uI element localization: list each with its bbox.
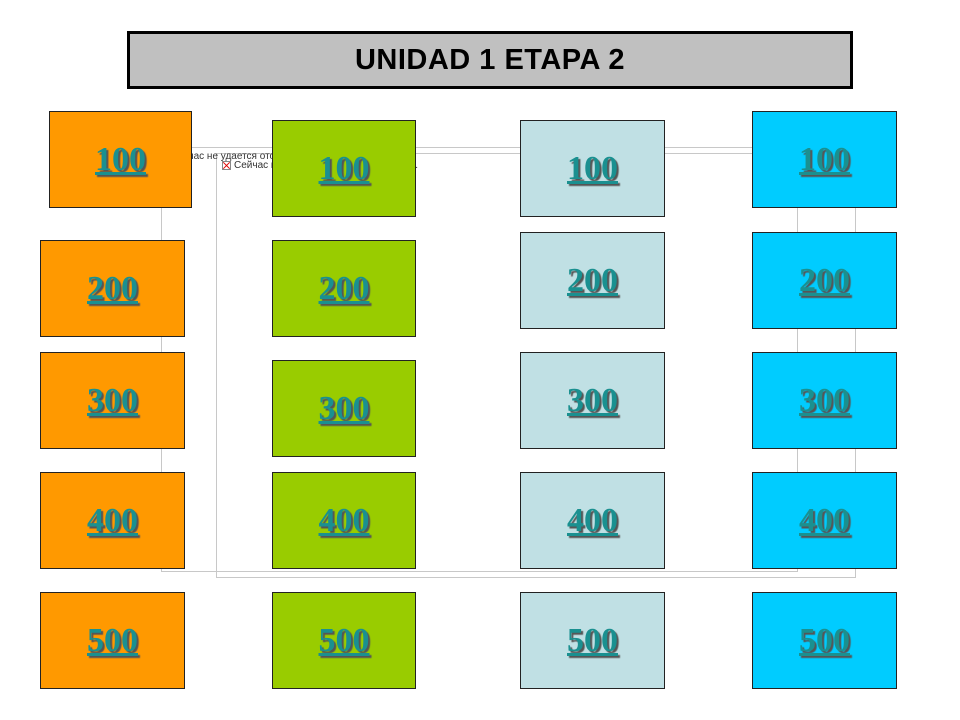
tile-col1-100[interactable]: 100: [49, 111, 192, 208]
broken-image-icon: [222, 161, 231, 170]
tile-col2-500[interactable]: 500: [272, 592, 416, 689]
tile-col4-400[interactable]: 400: [752, 472, 897, 569]
tile-col2-300[interactable]: 300: [272, 360, 416, 457]
tile-col1-400[interactable]: 400: [40, 472, 185, 569]
tile-col3-100-label: 100: [567, 149, 618, 187]
missing-image-caption-back: Сейчас не удается отобразить рисунок.: [170, 151, 354, 162]
tile-col1-100-label: 100: [95, 140, 146, 178]
tile-col3-200[interactable]: 200: [520, 232, 665, 329]
tile-col4-500[interactable]: 500: [752, 592, 897, 689]
tile-col4-300[interactable]: 300: [752, 352, 897, 449]
tile-col2-200[interactable]: 200: [272, 240, 416, 337]
tile-col1-200[interactable]: 200: [40, 240, 185, 337]
tile-col3-400[interactable]: 400: [520, 472, 665, 569]
tile-col3-300-label: 300: [567, 381, 618, 419]
tile-col2-400-label: 400: [318, 501, 370, 539]
tile-col4-400-label: 400: [799, 501, 850, 539]
tile-col1-200-label: 200: [87, 269, 138, 307]
tile-col2-400[interactable]: 400: [272, 472, 416, 569]
tile-col4-100-label: 100: [799, 140, 850, 178]
tile-col4-200-label: 200: [799, 261, 850, 299]
tile-col3-100[interactable]: 100: [520, 120, 665, 217]
missing-image-caption-back-text: Сейчас не удается отобразить рисунок.: [170, 151, 354, 162]
tile-col4-100[interactable]: 100: [752, 111, 897, 208]
tile-col1-400-label: 400: [87, 501, 138, 539]
tile-col4-300-label: 300: [799, 381, 850, 419]
game-title-banner: UNIDAD 1 ETAPA 2: [127, 31, 853, 89]
tile-col2-100-label: 100: [318, 149, 370, 187]
tile-col1-500-label: 500: [87, 621, 138, 659]
tile-col1-300-label: 300: [87, 381, 138, 419]
missing-image-frame-back: [161, 147, 798, 572]
tile-col4-500-label: 500: [799, 621, 850, 659]
tile-col3-500[interactable]: 500: [520, 592, 665, 689]
tile-col3-300[interactable]: 300: [520, 352, 665, 449]
tile-col2-500-label: 500: [318, 621, 370, 659]
tile-col3-400-label: 400: [567, 501, 618, 539]
tile-col3-200-label: 200: [567, 261, 618, 299]
tile-col2-100[interactable]: 100: [272, 120, 416, 217]
tile-col3-500-label: 500: [567, 621, 618, 659]
tile-col2-200-label: 200: [318, 269, 370, 307]
tile-col1-500[interactable]: 500: [40, 592, 185, 689]
tile-col2-300-label: 300: [318, 389, 370, 427]
tile-col1-300[interactable]: 300: [40, 352, 185, 449]
page-title: UNIDAD 1 ETAPA 2: [354, 43, 626, 76]
tile-col4-200[interactable]: 200: [752, 232, 897, 329]
